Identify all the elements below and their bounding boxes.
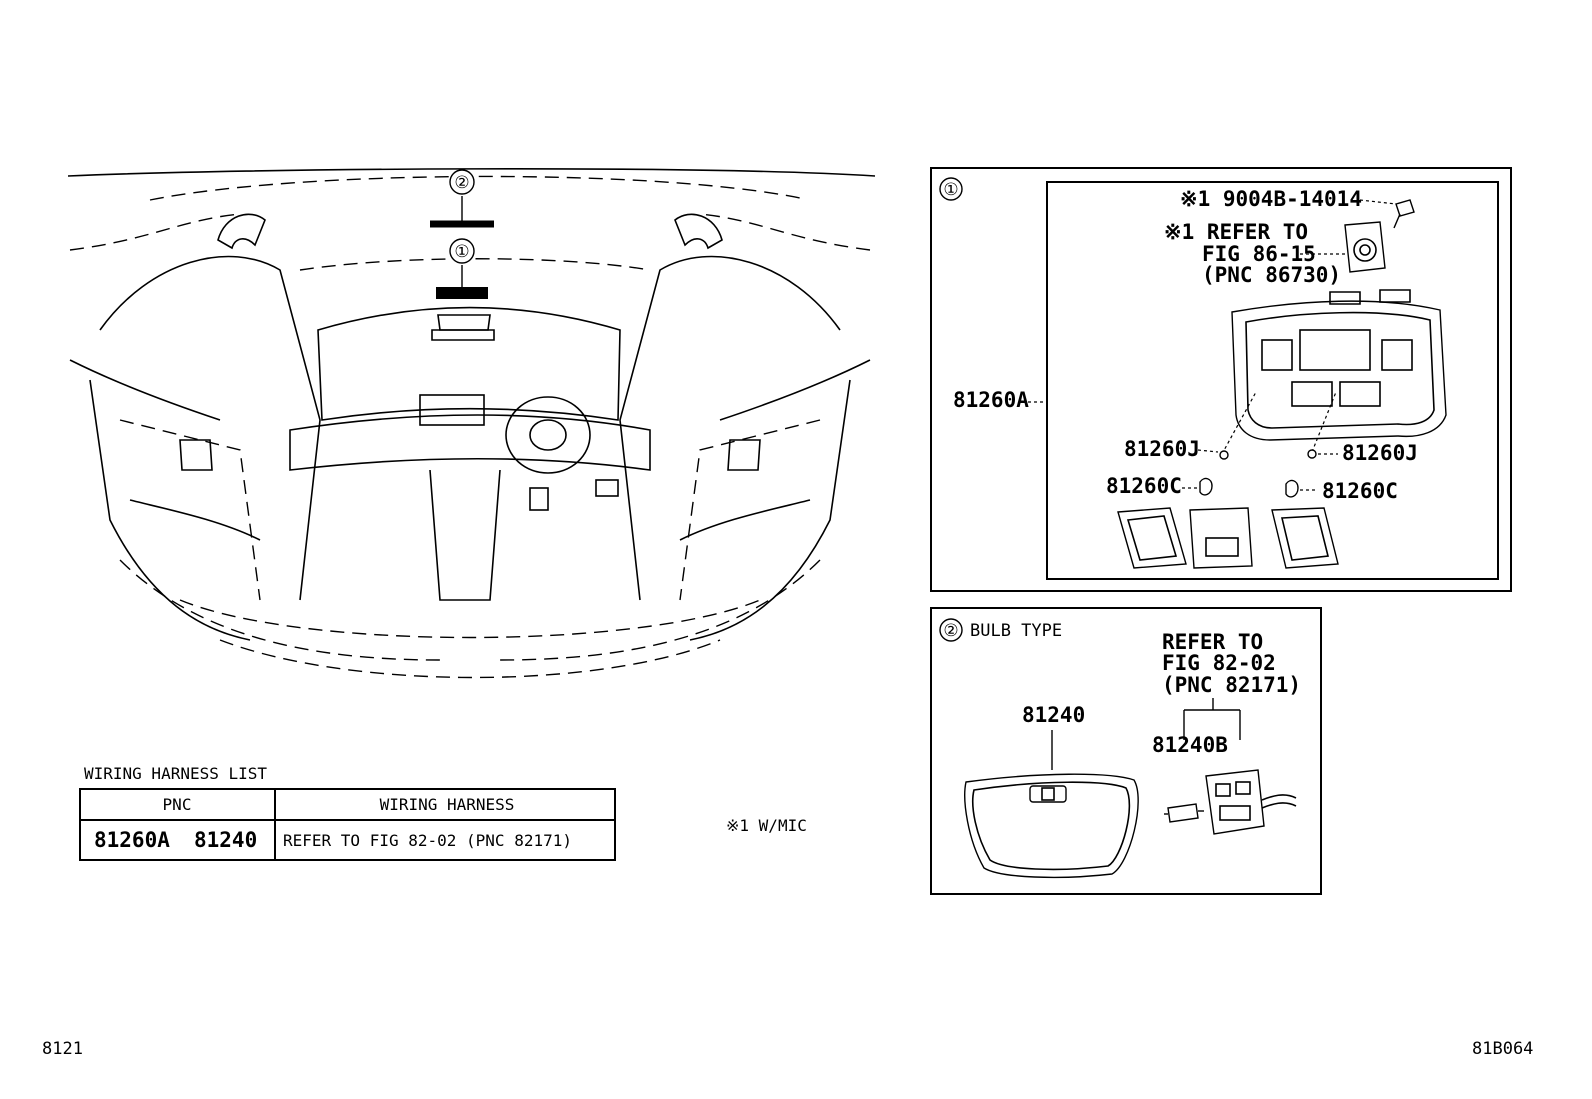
assy-label: 81260A xyxy=(953,388,1029,412)
row-pnc-2: 81240 xyxy=(194,828,257,852)
bulb-right-label: 81260C xyxy=(1322,479,1398,503)
note-w-mic: ※1 W/MIC xyxy=(726,816,807,835)
panel-1-refer-line3: (PNC 86730) xyxy=(1202,263,1341,287)
panel-2-title: BULB TYPE xyxy=(970,621,1062,641)
wiring-harness-list: WIRING HARNESS LIST PNC WIRING HARNESS 8… xyxy=(79,764,616,861)
overview-callout-1: ① xyxy=(454,242,469,262)
festoon-bulb xyxy=(1167,803,1199,823)
lamp-label: 81240 xyxy=(1022,703,1085,727)
header-wiring-harness: WIRING HARNESS xyxy=(380,795,515,814)
panel-1-circle-label: ① xyxy=(943,180,958,200)
microphone-unit xyxy=(1344,221,1386,273)
bulb-holder-right xyxy=(1307,449,1317,459)
panel-2-room-lamp: ② BULB TYPE REFER TO FIG 82-02 (PNC 8217… xyxy=(930,607,1322,895)
bulb-left-label: 81260C xyxy=(1106,474,1182,498)
panel-1-refer-line2: FIG 86-15 xyxy=(1202,242,1316,266)
row-harness: REFER TO FIG 82-02 (PNC 82171) xyxy=(283,831,572,850)
footer-left-code: 8121 xyxy=(42,1039,83,1059)
bulb-label: 81240B xyxy=(1152,733,1228,757)
overview-callout-2: ② xyxy=(454,173,469,193)
vehicle-interior-overview: ② ① xyxy=(67,168,876,679)
lens-right xyxy=(1271,507,1339,569)
panel-2-refer-line1: REFER TO xyxy=(1162,630,1263,654)
room-lamp-lens xyxy=(964,773,1139,879)
panel-2-circle-label: ② xyxy=(943,621,958,641)
panel-1-map-lamp-assembly: ① ※1 9004B-14014 ※1 REFER TO FIG 86-15 (… xyxy=(930,167,1512,592)
footer-right-code: 81B064 xyxy=(1472,1039,1533,1059)
lamp-socket xyxy=(1205,769,1265,835)
screw-label: ※1 9004B-14014 xyxy=(1180,187,1362,211)
wiring-list-title: WIRING HARNESS LIST xyxy=(84,764,267,783)
panel-1-refer-line1: ※1 REFER TO xyxy=(1164,220,1308,244)
bulb-holder-right-label: 81260J xyxy=(1342,441,1418,465)
bulb-holder-left xyxy=(1219,450,1229,460)
lens-left xyxy=(1117,507,1187,569)
bulb-right xyxy=(1285,479,1299,498)
panel-2-refer-line3: (PNC 82171) xyxy=(1162,673,1301,697)
panel-2-refer-line2: FIG 82-02 xyxy=(1162,651,1276,675)
bulb-holder-left-label: 81260J xyxy=(1124,437,1200,461)
row-pnc-1: 81260A xyxy=(94,828,170,852)
header-pnc: PNC xyxy=(163,795,192,814)
bulb-left xyxy=(1199,477,1213,496)
